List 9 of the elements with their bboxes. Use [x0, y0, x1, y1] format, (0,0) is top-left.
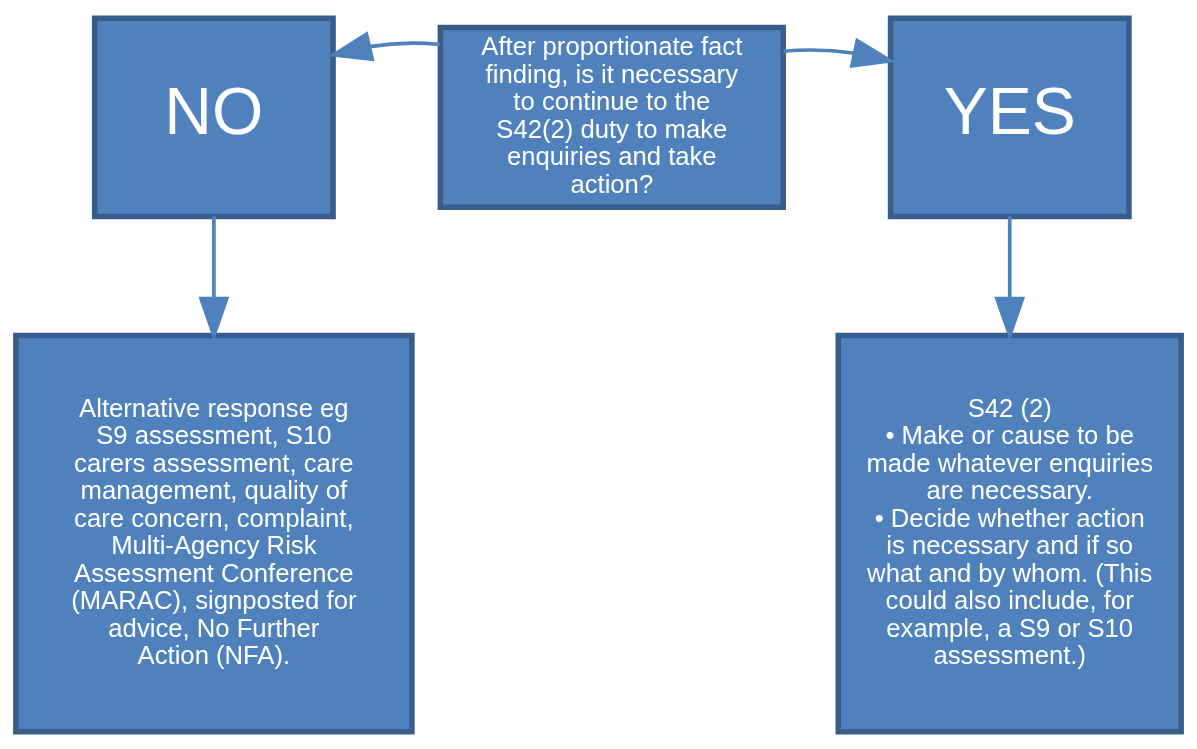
arrow — [198, 215, 230, 341]
arrow — [994, 215, 1026, 341]
node-box: NO — [91, 15, 336, 219]
arrow — [328, 30, 441, 61]
node-box: Alternative response eg S9 assessment, S10 carers assessment, care management, quality of care concern, complaint, Multi-Agency Risk Assessment Conference (MARAC), signposted for advice, No Further Action (NFA). — [13, 332, 415, 734]
node-box: After proportionate fact finding, is it necessary to continue to the S42(2) duty to make enquiries and take action? — [437, 24, 786, 210]
node-box: YES — [887, 15, 1132, 219]
node-box: S42 (2) • Make or cause to be made whatever enquiries are necessary. • Decide whether action is necessary and if so what and by whom. (This could also include, for example, a S9 or S10 assessment.) — [835, 332, 1184, 734]
arrow — [783, 37, 896, 68]
